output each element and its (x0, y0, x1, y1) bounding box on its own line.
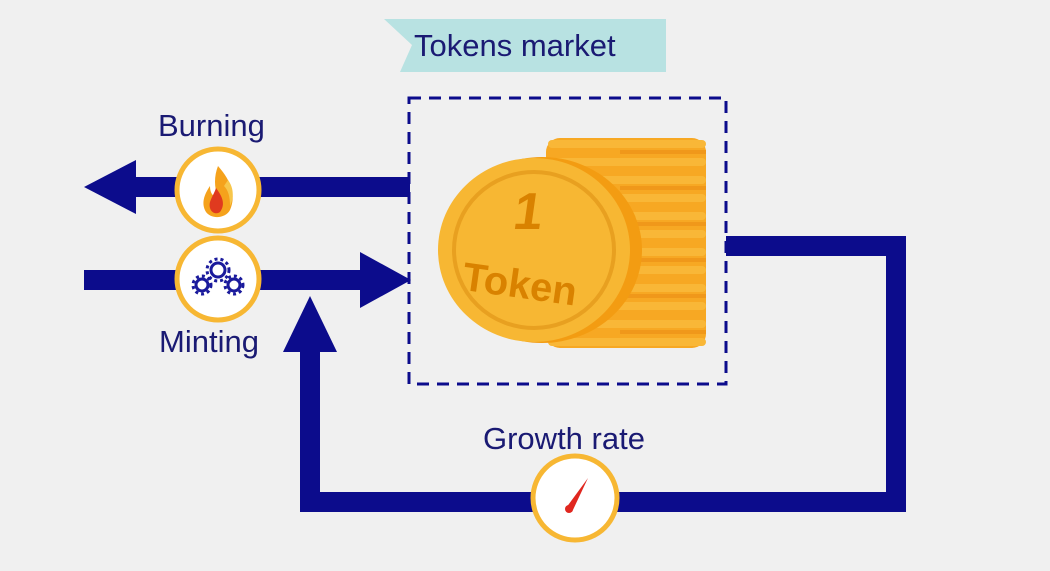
growth-rate-node (533, 456, 617, 540)
tokens-market-title: Tokens market (414, 28, 616, 64)
minting-label: Minting (159, 324, 259, 360)
minting-node (177, 238, 259, 320)
growth-rate-label: Growth rate (483, 421, 645, 457)
burning-label: Burning (158, 108, 265, 144)
burning-node (177, 149, 259, 231)
